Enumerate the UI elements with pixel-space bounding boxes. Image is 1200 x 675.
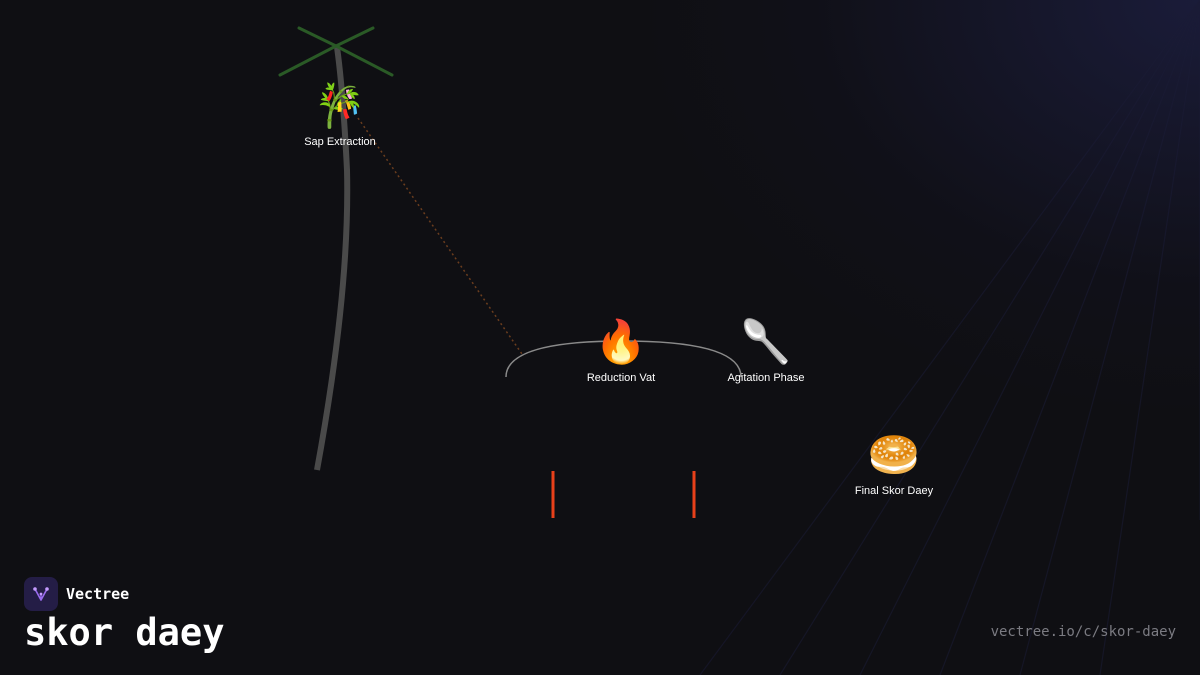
palm-sap-icon: 🎋: [313, 82, 367, 129]
palm-fronds: [278, 26, 394, 77]
vectree-logo-icon: [24, 577, 58, 611]
node-label: Final Skor Daey: [854, 485, 934, 497]
palm-trunk: [314, 46, 351, 471]
bagel-icon: 🥯: [867, 431, 921, 478]
node-label: Sap Extraction: [304, 136, 376, 148]
node-label: Reduction Vat: [586, 372, 656, 384]
page-url[interactable]: vectree.io/c/skor-daey: [990, 624, 1176, 640]
node-final-skor-daey[interactable]: 🥯 Final Skor Daey: [814, 431, 974, 497]
fire-icon: 🔥: [594, 318, 648, 365]
page-title: skor daey: [24, 611, 225, 654]
brand-name: Vectree: [66, 585, 130, 603]
node-agitation-phase[interactable]: 🥄 Agitation Phase: [686, 318, 846, 384]
spoon-icon: 🥄: [739, 318, 793, 365]
node-sap-extraction[interactable]: 🎋 Sap Extraction: [260, 82, 420, 148]
vat-rim: [505, 340, 742, 378]
sap-flow-line: [357, 117, 523, 355]
brand[interactable]: Vectree: [24, 577, 129, 611]
node-reduction-vat[interactable]: 🔥 Reduction Vat: [541, 318, 701, 384]
node-label: Agitation Phase: [727, 372, 805, 384]
